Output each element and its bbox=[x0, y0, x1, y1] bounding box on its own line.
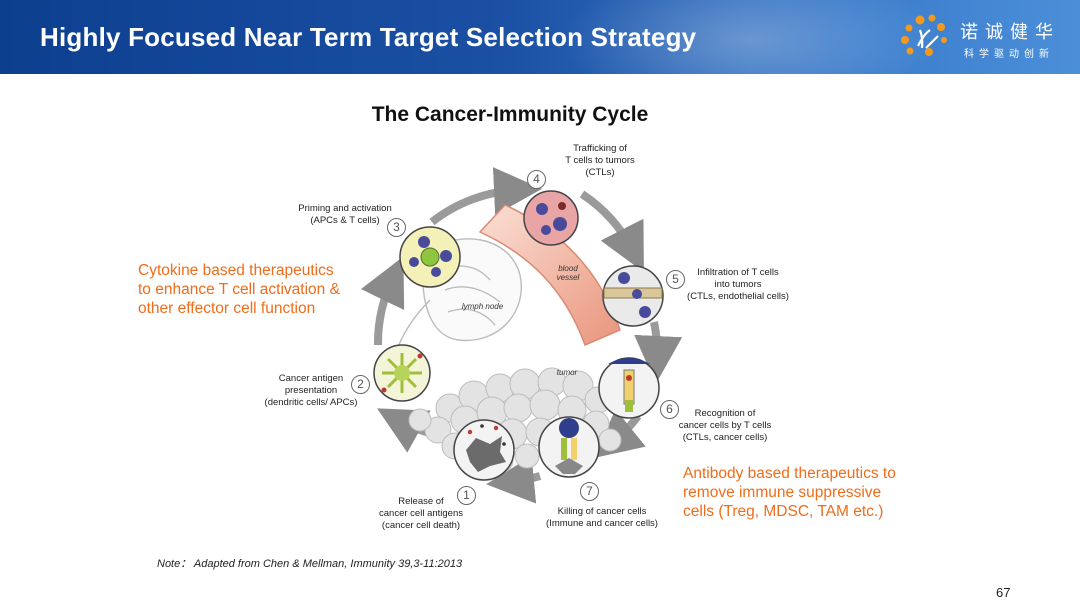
arrow-7-to-1 bbox=[486, 455, 542, 504]
source-note: Note： Adapted from Chen & Mellman, Immun… bbox=[157, 558, 463, 570]
step-number-6: 6 bbox=[660, 400, 679, 419]
arrow-4-to-5 bbox=[579, 190, 644, 273]
arrow-3-to-4 bbox=[429, 167, 542, 226]
company-logo: 诺诚健华 科学驱动创新 bbox=[898, 12, 1068, 64]
lymph-node-label: lymph node bbox=[461, 302, 504, 311]
step-3-label: Priming and activation(APCs & T cells) bbox=[298, 203, 392, 226]
step-6-circle bbox=[598, 357, 660, 419]
blood-vessel-label: blood vessel bbox=[556, 264, 580, 282]
step-7-label: Killing of cancer cells(Immune and cance… bbox=[546, 506, 658, 529]
step-4-circle bbox=[523, 190, 579, 246]
step-number-5: 5 bbox=[666, 270, 685, 289]
step-3-circle bbox=[399, 226, 461, 288]
step-number-4: 4 bbox=[527, 170, 546, 189]
arrow-2-to-3 bbox=[360, 256, 405, 346]
logo-tagline: 科学驱动创新 bbox=[964, 49, 1054, 60]
step-number-1: 1 bbox=[457, 486, 476, 505]
step-7-circle bbox=[538, 416, 600, 478]
slide-title: Highly Focused Near Term Target Selectio… bbox=[40, 22, 697, 52]
step-number-7: 7 bbox=[580, 482, 599, 501]
step-number-3: 3 bbox=[387, 218, 406, 237]
step-5-circle bbox=[602, 265, 664, 327]
page-number: 67 bbox=[996, 585, 1011, 600]
logo-mark-icon bbox=[901, 14, 947, 56]
step-1-circle bbox=[453, 419, 515, 481]
header-glow bbox=[560, 0, 940, 74]
diagram-title: The Cancer-Immunity Cycle bbox=[371, 103, 649, 126]
header-bar: Highly Focused Near Term Target Selectio… bbox=[0, 0, 1080, 74]
step-number-2: 2 bbox=[351, 375, 370, 394]
arrow-5-to-6 bbox=[634, 321, 683, 384]
logo-chinese-name: 诺诚健华 bbox=[960, 22, 1060, 43]
tumor-label: tumor bbox=[556, 368, 578, 377]
step-2-circle bbox=[373, 344, 431, 402]
